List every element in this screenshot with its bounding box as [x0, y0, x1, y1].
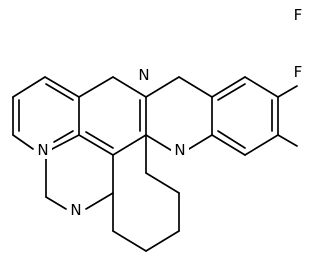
bond: [244, 76, 279, 98]
atom-label-n: N: [70, 201, 81, 219]
bond: [217, 130, 246, 149]
bond: [78, 76, 114, 98]
bond: [112, 230, 147, 252]
bond: [112, 134, 147, 156]
atom-n-bottom: N: [67, 201, 85, 219]
bond: [211, 134, 246, 156]
bond: [12, 76, 46, 98]
bond: [53, 130, 74, 143]
atom-f-top: F: [290, 6, 306, 24]
bond: [85, 131, 114, 149]
bond: [145, 230, 180, 252]
molecule-structure: N N N N F F: [12, 6, 306, 252]
atom-f-right: F: [290, 63, 306, 81]
bond: [277, 85, 298, 98]
atom-label-f: F: [294, 63, 303, 81]
bond: [244, 134, 279, 156]
atom-label-background: [135, 66, 153, 84]
atom-labels: N N N N F F: [34, 6, 306, 219]
atom-label-background: [67, 201, 85, 219]
bond: [51, 134, 80, 150]
atom-n-left: N: [34, 141, 52, 159]
bond: [145, 76, 180, 98]
bond: [85, 192, 114, 210]
atom-label-f: F: [294, 6, 303, 24]
bond: [78, 134, 114, 156]
atom-label-n: N: [37, 141, 48, 159]
bond: [211, 76, 246, 98]
atom-label-n: N: [174, 141, 185, 159]
bond-lines: [12, 76, 298, 252]
bond: [112, 76, 147, 98]
atom-label-background: [171, 141, 189, 159]
bond: [277, 134, 298, 147]
bond: [12, 134, 34, 150]
bond: [44, 76, 80, 98]
atom-label-background: [290, 63, 306, 81]
bond: [145, 172, 180, 194]
bond: [178, 76, 213, 98]
bond: [217, 83, 246, 101]
atom-label-background: [290, 6, 306, 24]
atom-n-pyrazine-top: N: [135, 66, 153, 84]
atom-label-n: N: [138, 66, 149, 84]
atom-n-pyrazine-bottom: N: [171, 141, 189, 159]
bond: [45, 83, 74, 101]
atom-label-background: [34, 141, 52, 159]
bond: [45, 196, 67, 210]
